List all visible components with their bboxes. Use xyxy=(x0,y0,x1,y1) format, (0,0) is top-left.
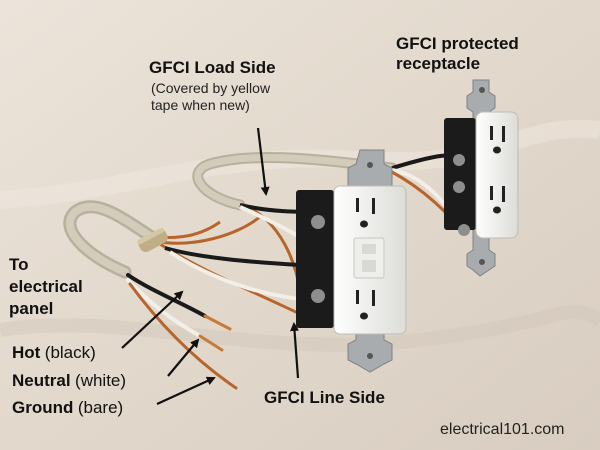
hot-label: Hot (black) xyxy=(12,343,96,363)
ground-arrow xyxy=(156,376,216,406)
line-side-arrow xyxy=(290,322,300,379)
panel-label-line-2: electrical xyxy=(9,277,83,296)
panel-label-line-1: To xyxy=(9,255,29,274)
load-side-note-line-2: tape when new) xyxy=(151,97,250,113)
neutral-term: Neutral xyxy=(12,371,71,390)
watermark: electrical101.com xyxy=(440,421,565,438)
hot-term: Hot xyxy=(12,343,41,362)
neutral-desc: (white) xyxy=(75,371,127,390)
ground-desc: (bare) xyxy=(77,398,124,417)
load-side-title: GFCI Load Side xyxy=(149,58,276,77)
hot-wire xyxy=(126,273,207,318)
neutral-label: Neutral (white) xyxy=(12,371,126,391)
panel-label-line-3: panel xyxy=(9,299,54,318)
ground-term: Ground xyxy=(12,398,74,417)
protected-title-line-1: GFCI protected xyxy=(396,34,519,53)
gfci-receptacle xyxy=(296,149,407,373)
protected-title-line-2: receptacle xyxy=(396,54,481,73)
load-side-note-line-1: (Covered by yellow xyxy=(151,80,271,96)
load-side-arrow xyxy=(256,127,270,196)
protected-receptacle xyxy=(444,79,519,277)
wire-nut xyxy=(137,227,168,253)
hot-desc: (black) xyxy=(44,343,96,362)
neutral-arrow xyxy=(167,338,200,377)
hot-arrow xyxy=(121,290,184,349)
neutral-wire xyxy=(126,278,202,338)
ground-label: Ground (bare) xyxy=(12,398,123,418)
ground-wire xyxy=(128,282,238,390)
line-side-label: GFCI Line Side xyxy=(264,388,385,407)
